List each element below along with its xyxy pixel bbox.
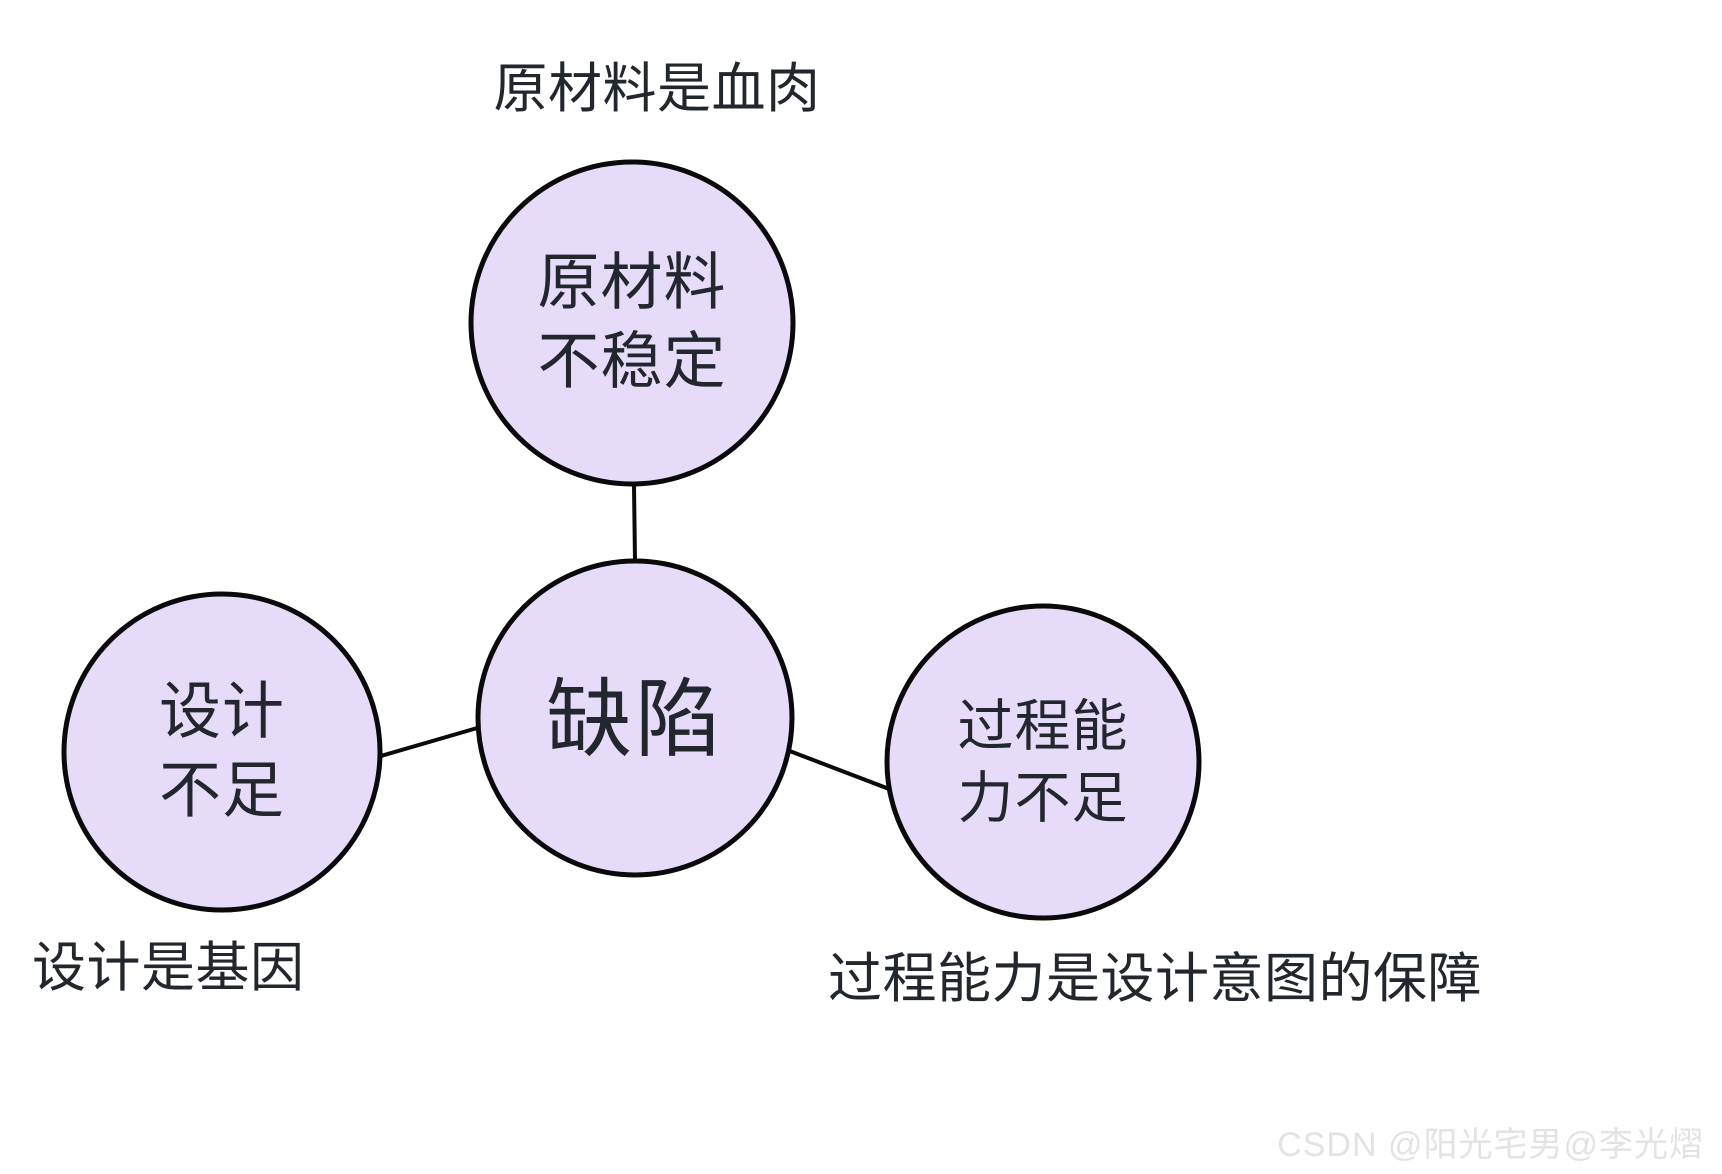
caption-material: 原材料是血肉 xyxy=(493,59,821,119)
node-material-label-line1: 原材料 xyxy=(537,248,727,318)
node-design-deficiency[interactable] xyxy=(61,591,383,913)
node-defect-label: 缺陷 xyxy=(546,665,724,775)
node-process-label: 过程能 力不足 xyxy=(958,690,1129,833)
edge-design-to-center xyxy=(380,722,492,758)
node-material-label-line2: 不稳定 xyxy=(537,328,727,397)
edge-material-to-center xyxy=(632,485,637,562)
node-design-label-line2: 不足 xyxy=(158,757,286,826)
node-process-capability[interactable] xyxy=(884,603,1202,921)
node-material-label: 原材料 不稳定 xyxy=(537,244,726,403)
node-design-label: 设计 不足 xyxy=(159,673,285,832)
caption-process: 过程能力是设计意图的保障 xyxy=(828,949,1482,1009)
node-material-unstable[interactable] xyxy=(468,159,796,487)
edge-center-to-process xyxy=(786,748,898,794)
node-defect-label-line1: 缺陷 xyxy=(546,671,724,768)
node-process-label-line1: 过程能 xyxy=(957,694,1129,758)
node-design-label-line1: 设计 xyxy=(158,677,286,747)
csdn-watermark: CSDN @阳光宅男@李光熠 xyxy=(1277,1126,1704,1164)
caption-design: 设计是基因 xyxy=(32,938,305,998)
node-process-label-line2: 力不足 xyxy=(957,766,1129,829)
node-defect-center[interactable] xyxy=(475,558,795,878)
